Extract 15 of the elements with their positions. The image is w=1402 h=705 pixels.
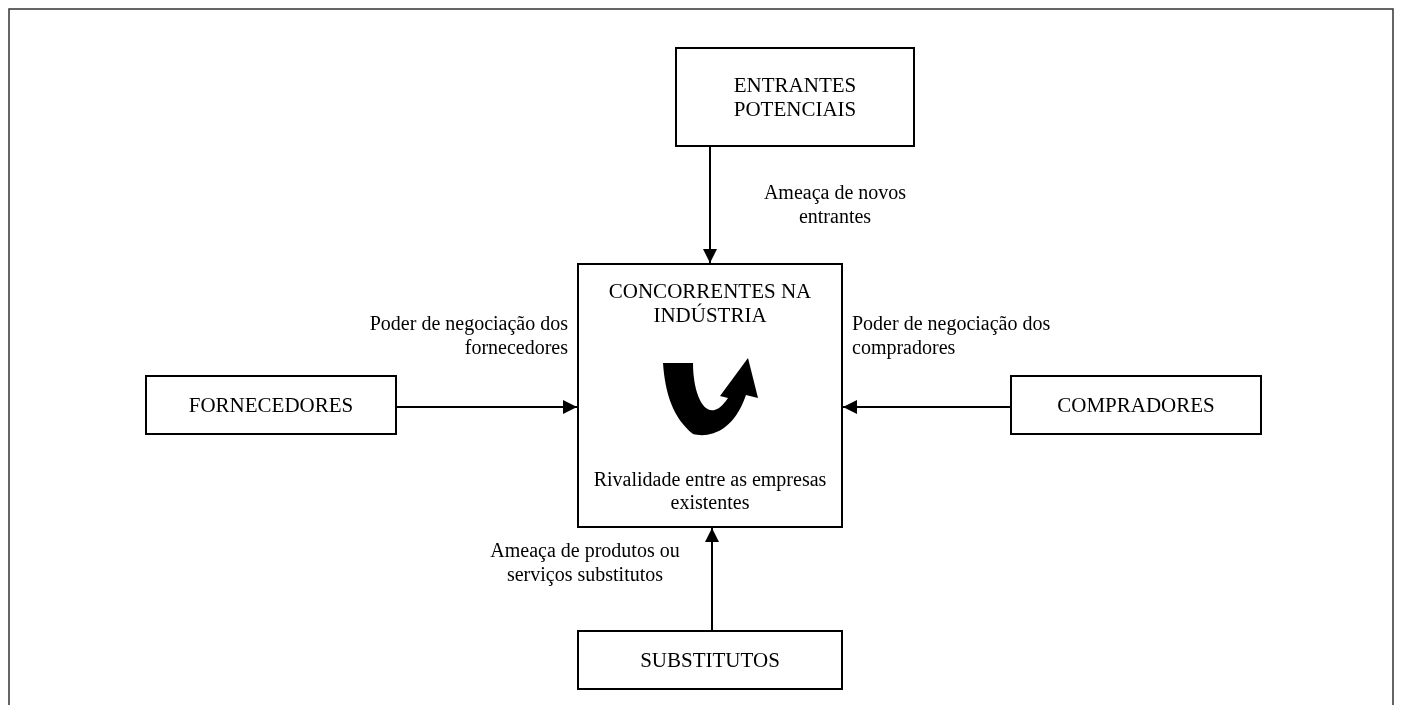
- arrow: [703, 146, 717, 264]
- box-title: ENTRANTES POTENCIAIS: [732, 72, 858, 122]
- center-box: [577, 263, 843, 528]
- process-box: [145, 375, 397, 435]
- process-box: [1010, 375, 1262, 435]
- box-title: COMPRADORES: [1057, 392, 1215, 418]
- box-text: Rivalidade entre as empresas existentes: [592, 468, 828, 514]
- box-title: CONCORRENTES NA INDÚSTRIA: [607, 279, 813, 328]
- arrow: [842, 400, 1011, 414]
- arrow: [396, 400, 578, 414]
- box-title: FORNECEDORES: [188, 392, 354, 418]
- process-box: [577, 630, 843, 690]
- box-title: SUBSTITUTOS: [640, 647, 780, 673]
- process-box: [675, 47, 915, 147]
- arrow: [705, 527, 719, 631]
